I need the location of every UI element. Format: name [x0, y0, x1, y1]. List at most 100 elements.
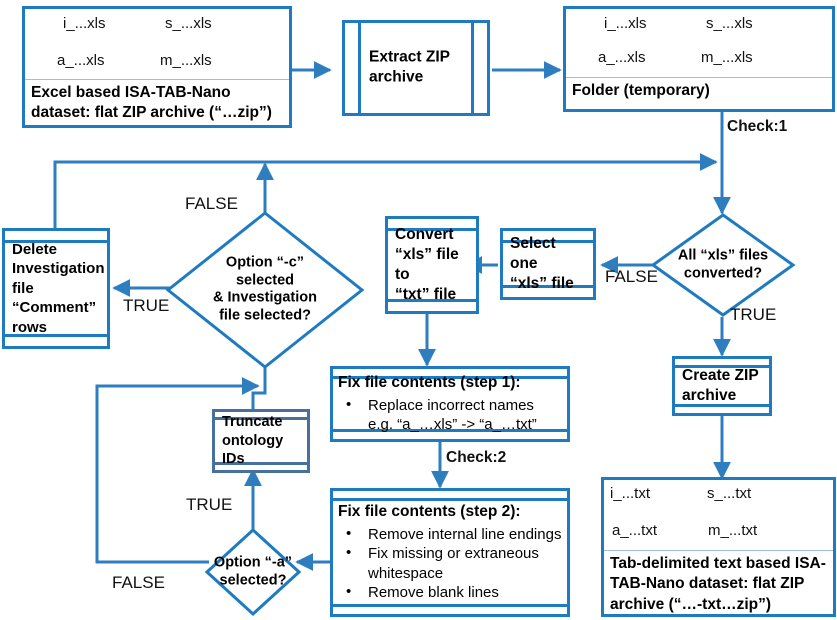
fix-step1-title: Fix file contents (step 1): — [338, 374, 521, 392]
create-zip-archive-label: Create ZIP archive — [675, 366, 769, 406]
file-label: s_...xls — [165, 15, 212, 32]
bullet-item: Remove blank lines — [338, 582, 562, 603]
file-label: m_...xls — [701, 49, 753, 66]
node-convert-xls-to-txt[interactable]: Convert “xls” file to “txt” file — [385, 216, 479, 314]
label-line: Truncate — [222, 413, 283, 430]
fix-step1-content: Fix file contents (step 1): Replace inco… — [333, 373, 567, 434]
file-label: m_...xls — [160, 52, 212, 69]
all-xls-converted-label: All “xls” files converted? — [650, 247, 796, 282]
label-line: Investigation — [12, 260, 105, 278]
fix-step2-bullets: Remove internal line endings Fix missing… — [338, 524, 562, 603]
diamond-shape — [204, 527, 302, 617]
node-truncate-ontology-ids[interactable]: Truncate ontology IDs — [212, 409, 310, 473]
divider — [25, 79, 289, 80]
edge-label-false-option-a: FALSE — [112, 573, 165, 592]
process-bar-bottom — [215, 462, 307, 465]
bullet-item: Replace incorrect names e.g. “a_…xls” ->… — [338, 395, 562, 435]
node-option-a-decision[interactable]: Option “-a” selected? — [204, 527, 302, 617]
select-one-xls-label: Select one “xls” file — [503, 234, 593, 294]
file-label: i_...txt — [610, 485, 651, 502]
process-bar-top — [333, 498, 567, 501]
label-line: Select one — [510, 234, 556, 272]
bullet-text: Replace incorrect names — [368, 396, 534, 414]
bullet-text: Fix missing or extraneous whitespace — [368, 545, 539, 582]
fix-step1-bullets: Replace incorrect names e.g. “a_…xls” ->… — [338, 395, 562, 435]
file-label: a_...xls — [598, 49, 646, 66]
node-extract-zip[interactable]: Extract ZIP archive — [342, 20, 490, 116]
file-label: a_...txt — [612, 522, 658, 539]
node-delete-comment-rows[interactable]: Delete Investigation file “Comment” rows — [2, 228, 110, 349]
node-create-zip-archive[interactable]: Create ZIP archive — [672, 356, 772, 416]
file-label: s_...txt — [707, 485, 752, 502]
input-dataset-caption: Excel based ISA-TAB-Nano dataset: flat Z… — [31, 84, 272, 122]
label-line: IDs — [222, 451, 245, 468]
node-output-dataset[interactable]: i_...txt s_...txt a_...txt m_...txt Tab-… — [601, 477, 836, 617]
node-option-c-decision[interactable]: Option “-c” selected & Investigation fil… — [165, 210, 365, 370]
process-bar-top — [503, 240, 593, 243]
label-line: Delete — [12, 240, 58, 258]
folder-files: i_...xls s_...xls a_...xls m_...xls Fold… — [566, 9, 832, 109]
truncate-ontology-ids-label: Truncate ontology IDs — [215, 413, 307, 470]
process-bar-bottom — [5, 334, 107, 337]
extract-zip-label: Extract ZIP archive — [369, 48, 450, 86]
fix-step2-content: Fix file contents (step 2): Remove inter… — [333, 502, 567, 602]
bullet-item: Remove internal line endings — [338, 524, 562, 545]
label-line: selected — [235, 272, 295, 289]
divider — [566, 77, 832, 78]
label-line: All “xls” files — [677, 247, 769, 264]
node-input-dataset[interactable]: i_...xls s_...xls a_...xls m_...xls Exce… — [22, 6, 292, 128]
label-line: Option “-c” — [225, 254, 305, 271]
node-fix-file-contents-step2[interactable]: Fix file contents (step 2): Remove inter… — [330, 488, 570, 617]
folder-temporary-caption: Folder (temporary) — [572, 82, 710, 99]
diamond-shape — [650, 213, 796, 317]
file-label: a_...xls — [57, 52, 105, 69]
divider — [604, 550, 833, 551]
bullet-text: Remove internal line endings — [368, 525, 562, 543]
label-line: ontology — [222, 432, 284, 449]
edge-label-true-option-a: TRUE — [186, 495, 233, 514]
fix-step2-title: Fix file contents (step 2): — [338, 503, 521, 521]
label-line: converted? — [683, 265, 763, 281]
node-folder-temporary[interactable]: i_...xls s_...xls a_...xls m_...xls Fold… — [563, 6, 835, 112]
process-bar-top — [5, 240, 107, 243]
file-label: i_...xls — [63, 15, 106, 32]
label-line: Convert — [395, 225, 454, 243]
process-bar-bottom — [333, 604, 567, 607]
label-line: file selected? — [219, 307, 311, 324]
node-fix-file-contents-step1[interactable]: Fix file contents (step 1): Replace inco… — [330, 366, 570, 442]
convert-xls-to-txt-label: Convert “xls” file to “txt” file — [388, 225, 476, 306]
edge-label-check1: Check:1 — [727, 118, 788, 135]
file-label: m_...txt — [708, 522, 758, 539]
edge-label-check2: Check:2 — [446, 449, 507, 466]
process-bar-bottom — [675, 404, 769, 407]
bullet-subtext: e.g. “a_…xls” -> “a_…txt” — [368, 416, 537, 434]
bullet-text: Remove blank lines — [368, 584, 499, 602]
input-dataset-files: i_...xls s_...xls a_...xls m_...xls Exce… — [25, 9, 289, 125]
predefined-bar-left — [358, 23, 361, 113]
process-bar-top — [388, 228, 476, 231]
option-a-label: Option “-a” selected? — [205, 554, 301, 589]
edge-label-true-option-c: TRUE — [123, 296, 170, 315]
output-dataset-caption: Tab-delimited text based ISA-TAB-Nano da… — [610, 555, 826, 613]
node-select-one-xls[interactable]: Select one “xls” file — [500, 228, 596, 300]
predefined-bar-right — [471, 23, 474, 113]
bullet-item: Fix missing or extraneous whitespace — [338, 543, 562, 583]
label-line: archive — [682, 387, 737, 404]
delete-comment-rows-label: Delete Investigation file “Comment” rows — [5, 240, 107, 338]
file-label: i_...xls — [604, 15, 647, 32]
label-line: Option “-a” — [213, 554, 293, 571]
label-line: Create ZIP — [682, 366, 759, 384]
label-line: selected? — [219, 572, 287, 588]
node-all-xls-converted-decision[interactable]: All “xls” files converted? — [650, 212, 796, 318]
edge-label-false-converted: FALSE — [605, 267, 658, 286]
label-line: “xls” file — [510, 275, 574, 293]
process-bar-bottom — [388, 299, 476, 302]
output-dataset-files: i_...txt s_...txt a_...txt m_...txt Tab-… — [604, 480, 833, 614]
file-label: s_...xls — [706, 15, 753, 32]
label-line: “txt” file — [395, 286, 457, 304]
process-bar-bottom — [503, 285, 593, 288]
label-line: “xls” file to — [395, 245, 459, 283]
edge-label-true-converted: TRUE — [730, 305, 777, 324]
process-bar-top — [333, 376, 567, 379]
